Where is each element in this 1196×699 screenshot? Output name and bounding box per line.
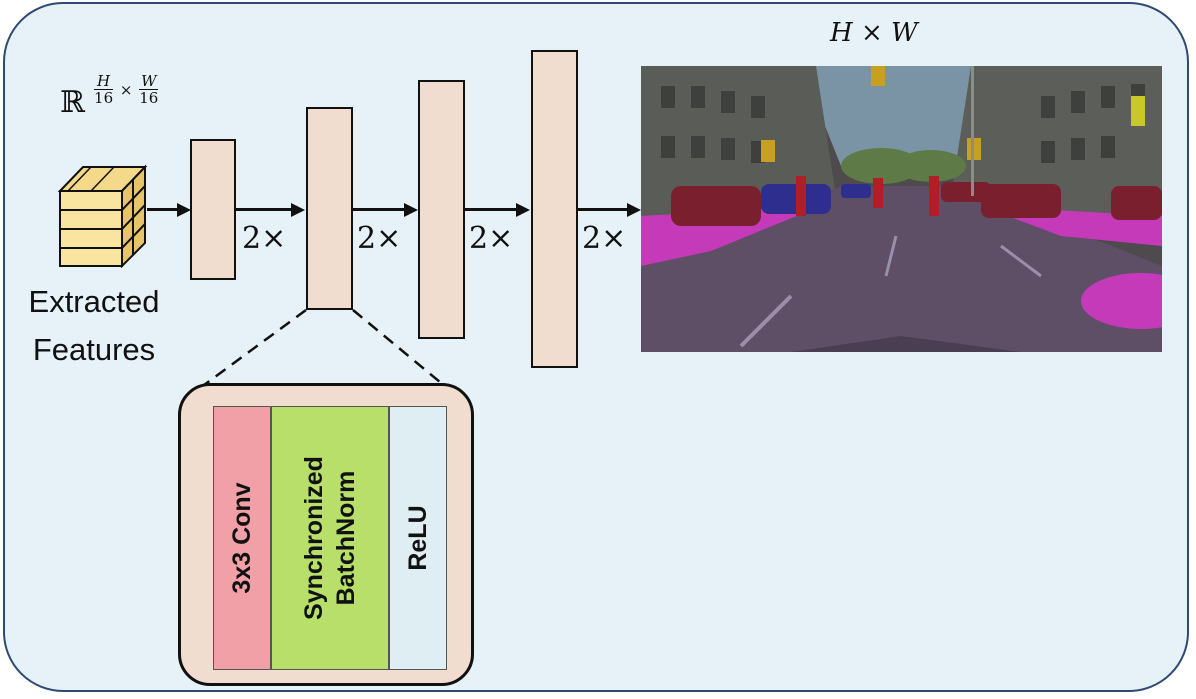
arrow-0 [147,208,179,211]
caption-line-2: Features [32,332,156,367]
exp-h-num: H [94,73,114,90]
layer-relu: ReLU [389,406,447,670]
batchnorm-line-2: BatchNorm [332,470,360,606]
arrow-4-head [627,203,641,217]
arrow-2 [353,208,405,211]
layer-relu-label: ReLU [404,505,432,571]
arrow-1 [236,208,292,211]
exp-times: × [119,80,133,99]
arrow-0-head [177,203,191,217]
caption-line-1: Extracted [28,284,160,319]
decoder-block-4 [531,50,578,368]
arrow-1-head [291,203,305,217]
arrow-4 [578,208,628,211]
decoder-block-2 [306,107,353,310]
segmentation-output-image [641,66,1162,352]
input-dimension-label: ℝ H 16 × W 16 [60,73,159,120]
exp-w-num: W [139,72,159,90]
upsample-label-2: 2× [357,221,402,256]
block-detail: 3x3 Conv Synchronized BatchNorm ReLU [178,383,474,686]
upsample-label-3: 2× [469,221,514,256]
decoder-block-3 [418,80,465,339]
arrow-3 [465,208,517,211]
street-scene-icon [641,66,1162,352]
layer-conv: 3x3 Conv [213,406,271,670]
arrow-2-head [404,203,418,217]
real-symbol: ℝ [60,85,85,120]
layer-conv-label: 3x3 Conv [228,482,256,594]
batchnorm-line-1: Synchronized [300,456,328,620]
decoder-block-1 [190,139,236,280]
arrow-3-head [516,203,530,217]
output-size-label: H × W [830,18,918,48]
layer-batchnorm-label: Synchronized BatchNorm [298,456,362,620]
feature-cube-icon [57,164,148,268]
upsample-label-4: 2× [582,221,627,256]
exp-w-den: 16 [139,89,159,107]
layer-batchnorm: Synchronized BatchNorm [271,406,389,670]
upsample-label-1: 2× [242,221,287,256]
exp-h-den: 16 [94,89,114,107]
input-caption: Extracted Features [4,278,184,374]
